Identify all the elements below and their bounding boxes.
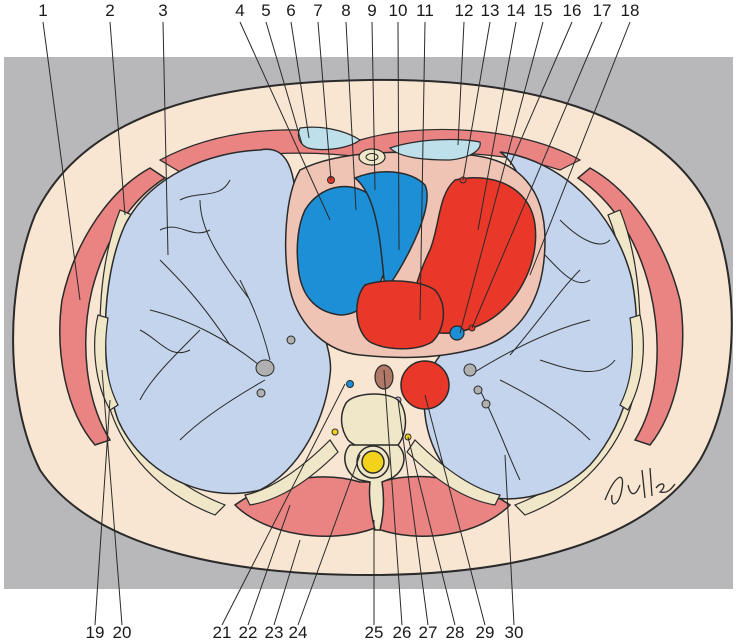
right-hilum-node: [287, 336, 295, 344]
label-30: 30: [501, 624, 527, 642]
label-6: 6: [278, 2, 304, 20]
label-22: 22: [235, 624, 261, 642]
left-hilum-vessel: [464, 364, 476, 376]
label-24: 24: [285, 624, 311, 642]
sternum: [359, 149, 385, 165]
label-12: 12: [451, 2, 477, 20]
left-hilum-node: [474, 386, 482, 394]
label-13: 13: [477, 2, 503, 20]
label-29: 29: [472, 624, 498, 642]
label-27: 27: [415, 624, 441, 642]
label-1: 1: [30, 2, 56, 20]
label-9: 9: [359, 2, 385, 20]
spinal-cord: [362, 451, 384, 473]
label-8: 8: [333, 2, 359, 20]
label-18: 18: [617, 2, 643, 20]
label-19: 19: [82, 624, 108, 642]
right-hilum-vessel: [256, 360, 274, 376]
label-10: 10: [385, 2, 411, 20]
vertebral-body: [342, 394, 406, 450]
label-21: 21: [209, 624, 235, 642]
left-bronchus-spot: [482, 400, 490, 408]
right-bronchus-spot: [257, 389, 265, 397]
coronary-sinus: [450, 326, 464, 340]
label-7: 7: [305, 2, 331, 20]
label-20: 20: [109, 624, 135, 642]
label-14: 14: [503, 2, 529, 20]
label-25: 25: [361, 624, 387, 642]
label-3: 3: [150, 2, 176, 20]
label-4: 4: [227, 2, 253, 20]
label-17: 17: [589, 2, 615, 20]
label-26: 26: [389, 624, 415, 642]
label-16: 16: [559, 2, 585, 20]
descending-aorta: [401, 361, 449, 409]
label-11: 11: [412, 2, 438, 20]
label-15: 15: [530, 2, 556, 20]
azygos-vein: [347, 381, 354, 388]
label-23: 23: [261, 624, 287, 642]
label-2: 2: [97, 2, 123, 20]
intercostal-artery-right: [332, 429, 338, 435]
left-atrium: [357, 281, 444, 349]
label-5: 5: [253, 2, 279, 20]
label-28: 28: [442, 624, 468, 642]
